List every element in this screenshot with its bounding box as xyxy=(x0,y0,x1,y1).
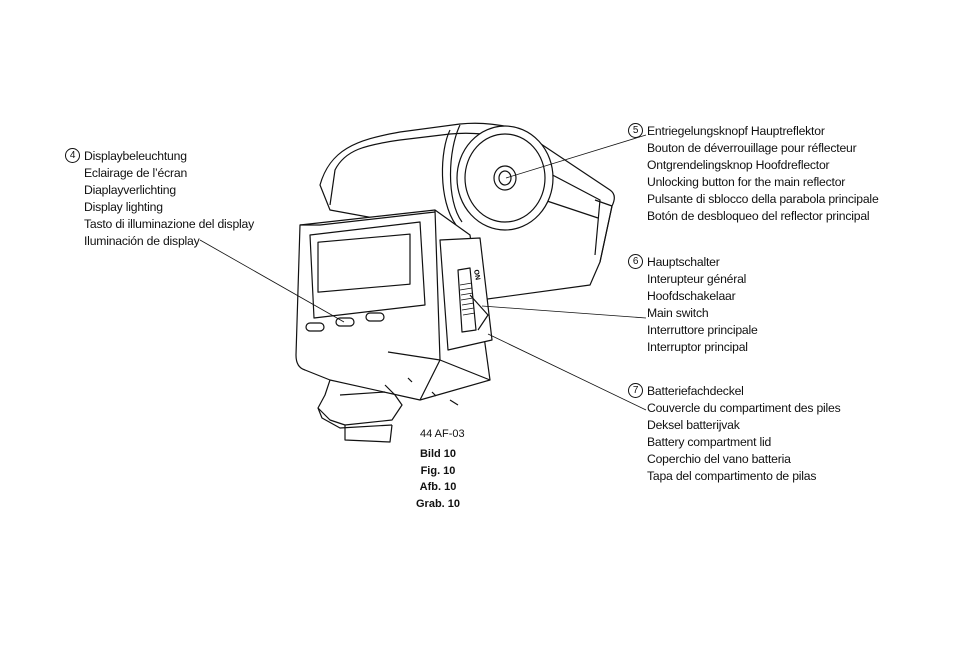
unlock-button-icon xyxy=(493,165,517,191)
caption-line: Fig. 10 xyxy=(420,464,456,477)
leader-6 xyxy=(481,305,647,319)
callout-line: Unlocking button for the main reflector xyxy=(647,174,846,189)
callout-line: Diaplayverlichting xyxy=(84,182,176,197)
caption-line: Grab. 10 xyxy=(415,497,461,510)
callout-main-switch: 6 Hauptschalter Interupteur général Hoof… xyxy=(628,254,758,355)
callout-line: Bouton de déverrouillage pour réflecteur xyxy=(647,140,857,155)
callout-line: Botón de desbloqueo del reflector princi… xyxy=(647,208,870,223)
callout-display-lighting: 4 Displaybeleuchtung Eclairage de l’écra… xyxy=(65,148,255,249)
callout-battery-lid: 7 Batteriefachdeckel Couvercle du compar… xyxy=(628,383,841,484)
switch-on-label: ON xyxy=(472,269,481,281)
callout-line: Tasto di illuminazione del display xyxy=(84,216,255,231)
display-light-button xyxy=(305,322,325,332)
leader-7 xyxy=(487,333,647,411)
callout-number: 7 xyxy=(628,383,643,398)
callout-line: Iluminación de display xyxy=(84,233,200,248)
callout-line: Eclairage de l’écran xyxy=(84,165,188,180)
callout-line: Tapa del compartimento de pilas xyxy=(647,468,817,483)
callout-line: Entriegelungsknopf Hauptreflektor xyxy=(647,124,825,138)
callout-line: Battery compartment lid xyxy=(647,434,772,449)
callout-line: Display lighting xyxy=(84,199,163,214)
caption-line: Bild 10 xyxy=(419,448,457,460)
callout-line: Ontgrendelingsknop Hoofdreflector xyxy=(647,157,830,172)
callout-line: Main switch xyxy=(647,305,709,320)
callout-number: 4 xyxy=(65,148,80,163)
callout-line: Batteriefachdeckel xyxy=(647,384,744,398)
leader-5 xyxy=(505,134,647,179)
figure-caption: Bild 10 Fig. 10 Afb. 10 Grab. 10 xyxy=(392,446,484,512)
callout-number: 5 xyxy=(628,123,643,138)
callout-number: 6 xyxy=(628,254,643,269)
callout-line: Deksel batterijvak xyxy=(647,417,740,432)
main-switch xyxy=(457,267,477,333)
callout-line: Interupteur général xyxy=(647,271,747,286)
callout-line: Displaybeleuchtung xyxy=(84,149,187,163)
caption-line: Afb. 10 xyxy=(419,481,457,493)
callout-line: Interruptor principal xyxy=(647,339,748,354)
callout-line: Pulsante di sblocco della parabola princ… xyxy=(647,191,879,206)
callout-line: Interruttore principale xyxy=(647,322,758,337)
display-window xyxy=(317,233,411,293)
callout-line: Coperchio del vano batteria xyxy=(647,451,791,466)
callout-line: Couvercle du compartiment des piles xyxy=(647,400,841,415)
callout-line: Hoofdschakelaar xyxy=(647,288,736,303)
leader-4 xyxy=(199,239,345,323)
callout-line: Hauptschalter xyxy=(647,255,720,269)
model-code: 44 AF-03 xyxy=(420,428,465,440)
callout-unlocking-button: 5 Entriegelungsknopf Hauptreflektor Bout… xyxy=(628,123,879,224)
